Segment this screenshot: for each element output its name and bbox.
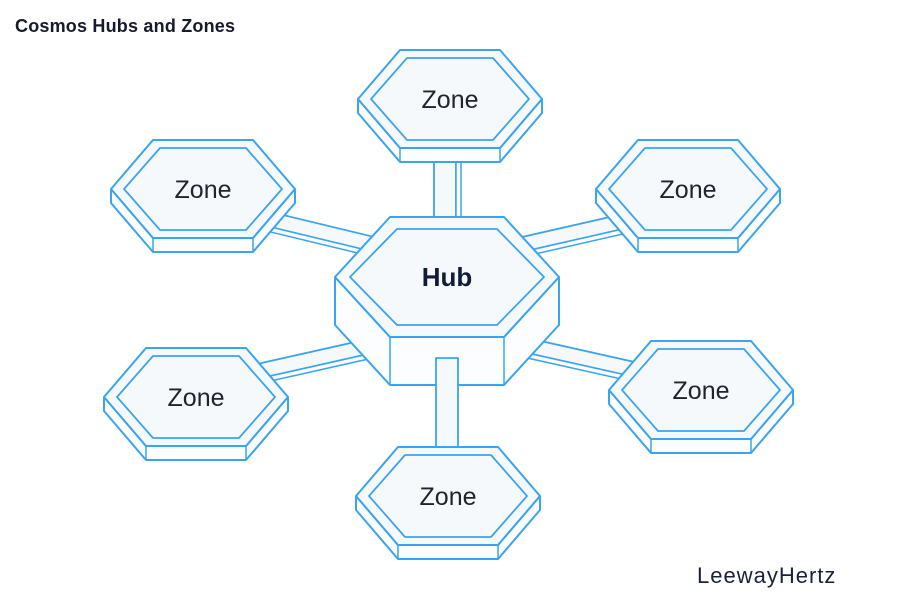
zone-node-top: Zone: [357, 49, 543, 163]
zone-label: Zone: [420, 483, 477, 511]
hub-hexagon-face: [334, 216, 560, 338]
zone-label: Zone: [673, 377, 730, 405]
hub-hexagon-inner-outline: [349, 228, 545, 326]
zone-node-bottom-left: Zone: [103, 347, 289, 461]
leewayhertz-watermark: LeewayHertz: [697, 563, 837, 588]
zone-label: Zone: [660, 176, 717, 204]
hub-node: Hub: [334, 216, 560, 386]
zone-label: Zone: [422, 86, 479, 114]
hub-label: Hub: [422, 262, 473, 292]
zone-node-bottom: Zone: [355, 446, 541, 560]
zone-node-top-left: Zone: [110, 139, 296, 253]
zone-label: Zone: [175, 176, 232, 204]
page-title: Cosmos Hubs and Zones: [15, 16, 236, 36]
zone-node-bottom-right: Zone: [608, 340, 794, 454]
zone-label: Zone: [168, 384, 225, 412]
zone-node-top-right: Zone: [595, 139, 781, 253]
